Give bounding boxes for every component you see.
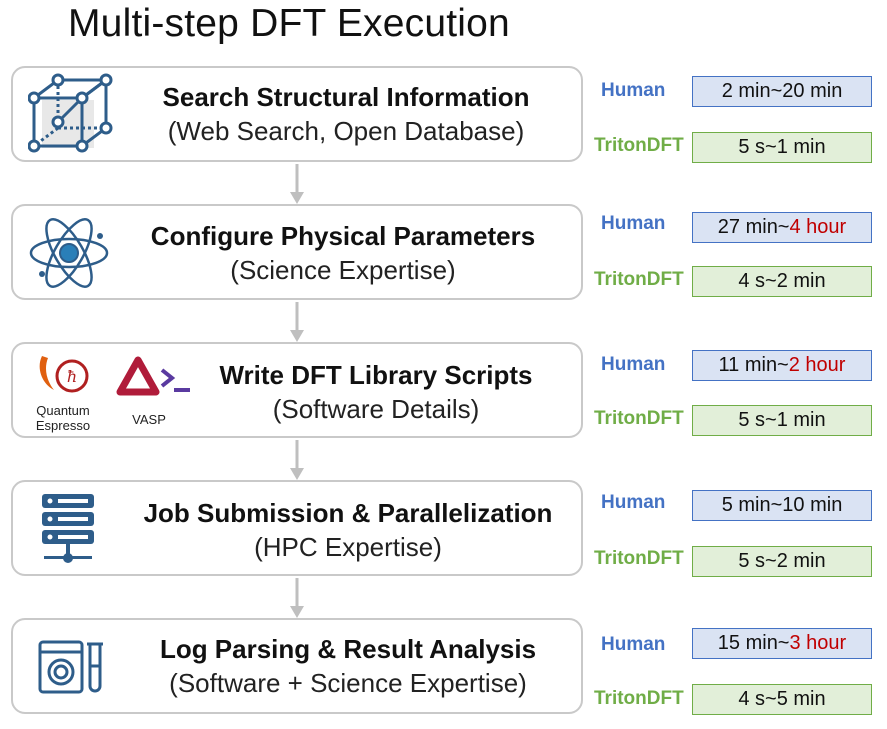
step-box-write-scripts [11, 342, 583, 438]
human-label: Human [601, 634, 666, 655]
crystal-lattice-icon [28, 73, 113, 153]
step-text-job-submission: Job Submission & Parallelization (HPC Ex… [118, 496, 578, 564]
step-subtitle: (Software Details) [272, 394, 480, 424]
vasp-logo-label: VASP [132, 412, 166, 427]
triton-label: TritonDFT [594, 135, 684, 156]
human-label: Human [601, 213, 666, 234]
step-title: Configure Physical Parameters [150, 221, 536, 251]
triton-label: TritonDFT [594, 408, 684, 429]
triton-label: TritonDFT [594, 269, 684, 290]
human-label: Human [601, 492, 666, 513]
qe-label-line2: Espresso [35, 418, 91, 433]
human-time-box: 11 min~2 hour [692, 350, 872, 381]
arrow-down [290, 440, 304, 480]
human-time-suffix: 2 hour [788, 354, 846, 376]
human-time-suffix: 4 hour [789, 216, 847, 238]
triton-time-box: 4 s~2 min [692, 266, 872, 297]
human-time-suffix: 3 hour [789, 632, 847, 654]
human-time-suffix: 10 min [782, 494, 843, 516]
server-rack-icon [42, 494, 94, 563]
human-time-prefix: 5 min~ [721, 494, 783, 516]
step-box-log-parsing [11, 618, 583, 714]
step-box-job-submission [11, 480, 583, 576]
human-time-box: 15 min~3 hour [692, 628, 872, 659]
triton-label: TritonDFT [594, 548, 684, 569]
atom-icon [29, 218, 109, 288]
diagram-title: Multi-step DFT Execution [68, 2, 510, 45]
step-text-log-parsing: Log Parsing & Result Analysis (Software … [118, 632, 578, 700]
human-time-prefix: 2 min~ [721, 80, 783, 102]
human-time-box: 2 min~20 min [692, 76, 872, 107]
step-subtitle: (Web Search, Open Database) [167, 116, 525, 146]
step-text-write-scripts: Write DFT Library Scripts (Software Deta… [196, 358, 556, 426]
step-subtitle: (Software + Science Expertise) [169, 668, 527, 698]
svg-text:ħ: ħ [67, 367, 77, 386]
vasp-logo [116, 356, 190, 396]
step-title: Search Structural Information [162, 82, 530, 112]
step-text-configure: Configure Physical Parameters (Science E… [108, 219, 578, 287]
human-label: Human [601, 354, 666, 375]
quantum-espresso-logo: ħ [39, 356, 89, 393]
human-time-box: 27 min~4 hour [692, 212, 872, 243]
triton-time-box: 5 s~2 min [692, 546, 872, 577]
qe-label-line1: Quantum [36, 403, 90, 418]
triton-time-box: 5 s~1 min [692, 405, 872, 436]
step-text-search: Search Structural Information (Web Searc… [114, 80, 578, 148]
human-time-prefix: 11 min~ [718, 354, 789, 376]
step-subtitle: (HPC Expertise) [254, 532, 442, 562]
arrow-down [290, 302, 304, 342]
qe-logo-label: Quantum Espresso [20, 403, 106, 433]
step-subtitle: (Science Expertise) [230, 255, 456, 285]
human-label: Human [601, 80, 666, 101]
triton-time-box: 5 s~1 min [692, 132, 872, 163]
step-title: Job Submission & Parallelization [143, 498, 553, 528]
arrow-down [290, 578, 304, 618]
triton-label: TritonDFT [594, 688, 684, 709]
human-time-prefix: 15 min~ [717, 632, 790, 654]
arrow-down [290, 164, 304, 204]
triton-time-box: 4 s~5 min [692, 684, 872, 715]
human-time-suffix: 20 min [782, 80, 843, 102]
human-time-prefix: 27 min~ [717, 216, 790, 238]
analysis-icon [38, 640, 103, 694]
step-title: Write DFT Library Scripts [219, 360, 533, 390]
step-title: Log Parsing & Result Analysis [159, 634, 537, 664]
human-time-box: 5 min~10 min [692, 490, 872, 521]
